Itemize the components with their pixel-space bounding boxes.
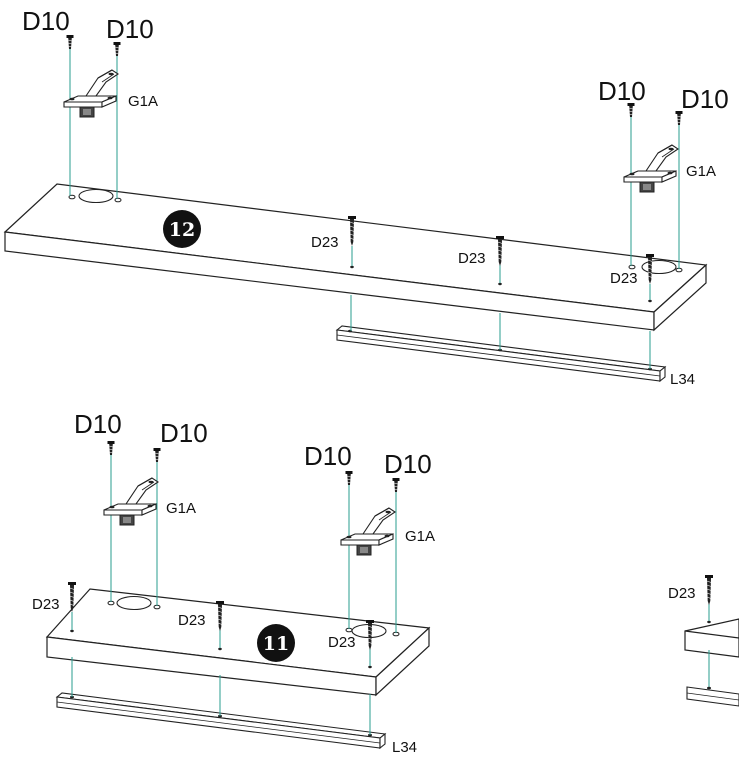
label-hinge-g1a: G1A [128, 93, 158, 110]
step-number: 12 [169, 219, 195, 241]
screw-icon [153, 447, 161, 463]
label-screw-d10: D10 [106, 14, 154, 44]
label-screw-d10: D10 [681, 84, 729, 114]
step-12-assembly: D10 D10 G1A D10 D10 G1A D23 D23 D23 L34 … [3, 6, 729, 388]
label-screw-d23: D23 [178, 612, 206, 629]
screw-icon [704, 574, 714, 606]
step-badge: 11 [257, 624, 295, 662]
guide-lines-bottom [71, 454, 397, 735]
step-11-assembly: D10 D10 G1A D10 D10 G1A D23 D23 D23 L34 … [32, 409, 435, 756]
screw-icon [345, 470, 353, 486]
guide-lines-top [69, 48, 680, 369]
rail-bottom [55, 692, 387, 750]
screw-icon [107, 440, 115, 456]
rail-top [335, 325, 667, 383]
label-screw-d23: D23 [32, 596, 60, 613]
label-rail-l34: L34 [670, 371, 695, 388]
hinge-icon [63, 69, 119, 118]
label-screw-d10: D10 [22, 6, 70, 36]
shelf-board-bottom [45, 588, 431, 697]
label-hinge-g1a: G1A [405, 528, 435, 545]
label-screw-d23: D23 [458, 250, 486, 267]
hinge-icon [623, 144, 679, 193]
label-rail-l34: L34 [392, 739, 417, 756]
screw-icon [66, 34, 74, 50]
hinge-icon [103, 477, 159, 526]
label-screw-d23: D23 [311, 234, 339, 251]
label-hinge-g1a: G1A [166, 500, 196, 517]
label-screw-d23: D23 [328, 634, 356, 651]
screw-icon [392, 477, 400, 493]
partial-assembly-right: D23 [668, 574, 739, 707]
step-number: 11 [263, 633, 289, 655]
label-screw-d10: D10 [160, 418, 208, 448]
label-screw-d10: D10 [598, 76, 646, 106]
label-screw-d23: D23 [668, 585, 696, 602]
label-screw-d10: D10 [384, 449, 432, 479]
label-hinge-g1a: G1A [686, 163, 716, 180]
label-screw-d23: D23 [610, 270, 638, 287]
label-screw-d10: D10 [74, 409, 122, 439]
screw-icon [113, 41, 121, 57]
shelf-board-top [3, 183, 708, 332]
step-badge: 12 [163, 210, 201, 248]
label-screw-d10: D10 [304, 441, 352, 471]
